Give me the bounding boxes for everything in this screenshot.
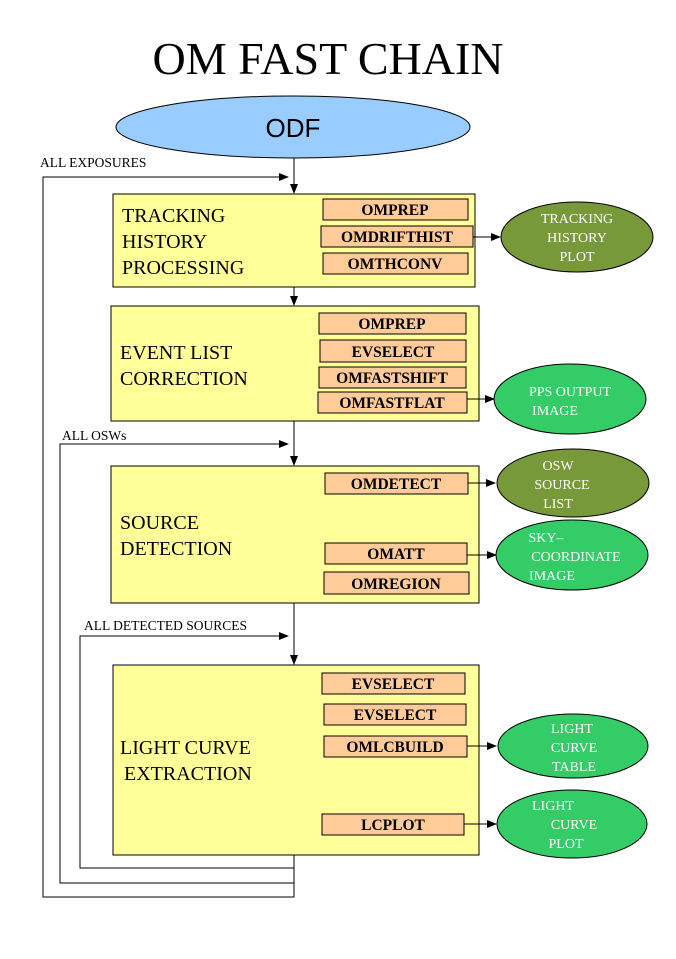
loop-label-all-exposures: ALL EXPOSURES xyxy=(40,155,146,170)
task-omthconv-label: OMTHCONV xyxy=(348,256,444,273)
output-light-curve-plot-line-1: LIGHT xyxy=(532,799,574,814)
output-tracking-history-plot-line-2: HISTORY xyxy=(547,231,607,246)
task-evselect xyxy=(319,339,467,363)
output-sky-coordinate-image-line-1: SKY– xyxy=(528,531,564,546)
stage-source-detection-label-1: SOURCE xyxy=(120,512,199,534)
output-sky-coordinate-image-line-3: IMAGE xyxy=(529,569,575,584)
stage-light-curve-label-1: LIGHT CURVE xyxy=(120,737,251,759)
output-tracking-history-plot-line-1: TRACKING xyxy=(541,212,613,227)
output-osw-source-list-line-1: OSW xyxy=(542,459,574,474)
diagram-title: OM FAST CHAIN xyxy=(152,33,503,84)
task-evselect-label: EVSELECT xyxy=(352,344,435,361)
output-pps-output-image xyxy=(493,363,647,435)
output-light-curve-table-line-1: LIGHT xyxy=(551,722,593,737)
stage-source-detection-label-2: DETECTION xyxy=(120,538,232,560)
output-sky-coordinate-image xyxy=(495,519,649,591)
task-omfastflat xyxy=(317,391,468,414)
stage-light-curve-label-2: EXTRACTION xyxy=(124,763,252,785)
output-sky-coordinate-image-line-2: COORDINATE xyxy=(531,550,620,565)
output-light-curve-plot xyxy=(496,789,648,859)
output-light-curve-plot-line-2: CURVE xyxy=(551,818,597,833)
all-osws-loop xyxy=(59,440,295,884)
output-light-curve-table-line-3: TABLE xyxy=(552,760,596,775)
stage-tracking-history-label-1: TRACKING xyxy=(122,205,225,227)
task-evselect-3 xyxy=(323,703,467,726)
output-pps-output-image-line-2: IMAGE xyxy=(532,404,578,419)
stage-tracking-history-label-3: PROCESSING xyxy=(122,257,244,279)
task-omatt-label: OMATT xyxy=(367,546,425,563)
task-omfastflat-label: OMFASTFLAT xyxy=(339,395,445,412)
task-omregion xyxy=(323,571,470,595)
task-omprep-2 xyxy=(318,312,467,335)
output-osw-source-list-line-3: LIST xyxy=(543,497,573,512)
all-detected-sources-loop xyxy=(79,632,295,869)
output-osw-source-list xyxy=(496,448,650,518)
odf-label: ODF xyxy=(266,113,321,143)
stage-tracking-history-label-2: HISTORY xyxy=(122,231,207,253)
output-pps-output-image-line-1: PPS OUTPUT xyxy=(529,385,612,400)
task-evselect-3-label: EVSELECT xyxy=(354,707,437,724)
output-osw-source-list-line-2: SOURCE xyxy=(534,478,589,493)
task-omlcbuild-label: OMLCBUILD xyxy=(346,739,443,756)
task-omthconv xyxy=(322,252,469,275)
task-evselect-2-label: EVSELECT xyxy=(352,676,435,693)
task-omfastshift xyxy=(318,366,467,389)
task-omdrifthist-label: OMDRIFTHIST xyxy=(341,229,454,246)
loop-label-all-osws: ALL OSWs xyxy=(62,428,126,443)
output-tracking-history-plot xyxy=(500,201,654,273)
output-tracking-history-plot-line-3: PLOT xyxy=(560,250,595,265)
stage-event-list-label-1: EVENT LIST xyxy=(120,342,232,364)
output-light-curve-plot-line-3: PLOT xyxy=(549,837,584,852)
task-omfastshift-label: OMFASTSHIFT xyxy=(336,370,448,387)
task-omatt xyxy=(324,542,468,565)
task-evselect-2 xyxy=(321,672,466,695)
output-light-curve-table xyxy=(497,713,649,779)
task-omprep-2-label: OMPREP xyxy=(358,316,426,333)
task-omprep xyxy=(322,198,469,221)
odf-ellipse xyxy=(115,95,471,159)
task-lcplot-label: LCPLOT xyxy=(361,817,425,834)
loop-label-all-detected-sources: ALL DETECTED SOURCES xyxy=(84,618,247,633)
task-omprep-label: OMPREP xyxy=(361,202,429,219)
stage-event-list-label-2: CORRECTION xyxy=(120,368,248,390)
output-light-curve-table-line-2: CURVE xyxy=(551,741,597,756)
task-omdetect-label: OMDETECT xyxy=(351,476,442,493)
task-omregion-label: OMREGION xyxy=(351,576,441,593)
